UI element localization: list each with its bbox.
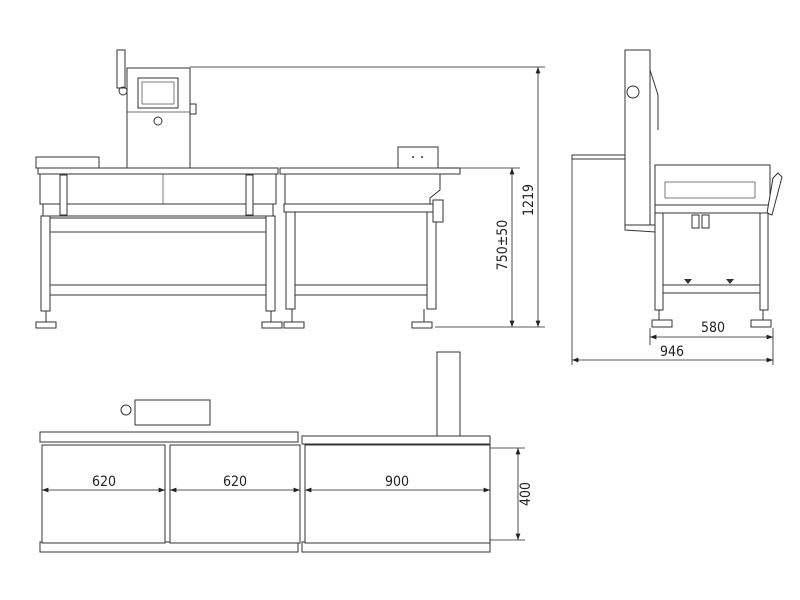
belt-1 <box>41 444 166 544</box>
side-view: 580 946 <box>571 49 783 365</box>
dim-total-width: 946 <box>660 344 684 360</box>
dim-belt-1: 620 <box>92 474 116 490</box>
leg <box>265 215 276 312</box>
dim-total-height: 1219 <box>521 184 537 216</box>
beacon-light <box>116 49 126 89</box>
leg <box>285 211 296 310</box>
outfeed-conveyor <box>284 173 441 205</box>
leg <box>40 215 51 312</box>
control-column-side <box>624 49 651 231</box>
infeed-guard <box>35 156 100 169</box>
belt-2 <box>169 444 301 544</box>
column-top <box>436 351 461 441</box>
top-view: 620 620 900 400 <box>39 351 534 553</box>
air-filter <box>432 199 444 223</box>
belt-3 <box>304 444 491 544</box>
reject-box <box>397 146 439 169</box>
weighing-conveyor <box>39 173 277 205</box>
front-view: 1219 750±50 <box>35 49 545 329</box>
touch-screen <box>137 77 179 109</box>
dim-conveyor-height: 750±50 <box>495 220 511 271</box>
leg <box>654 212 664 311</box>
leg <box>759 212 769 311</box>
head-top <box>134 399 211 426</box>
dim-frame-width: 580 <box>701 320 725 336</box>
dim-belt-2: 620 <box>223 474 247 490</box>
dim-belt-width: 400 <box>518 482 534 506</box>
dim-belt-3: 900 <box>385 474 409 490</box>
conveyor-side <box>654 164 771 206</box>
leg <box>426 211 437 310</box>
